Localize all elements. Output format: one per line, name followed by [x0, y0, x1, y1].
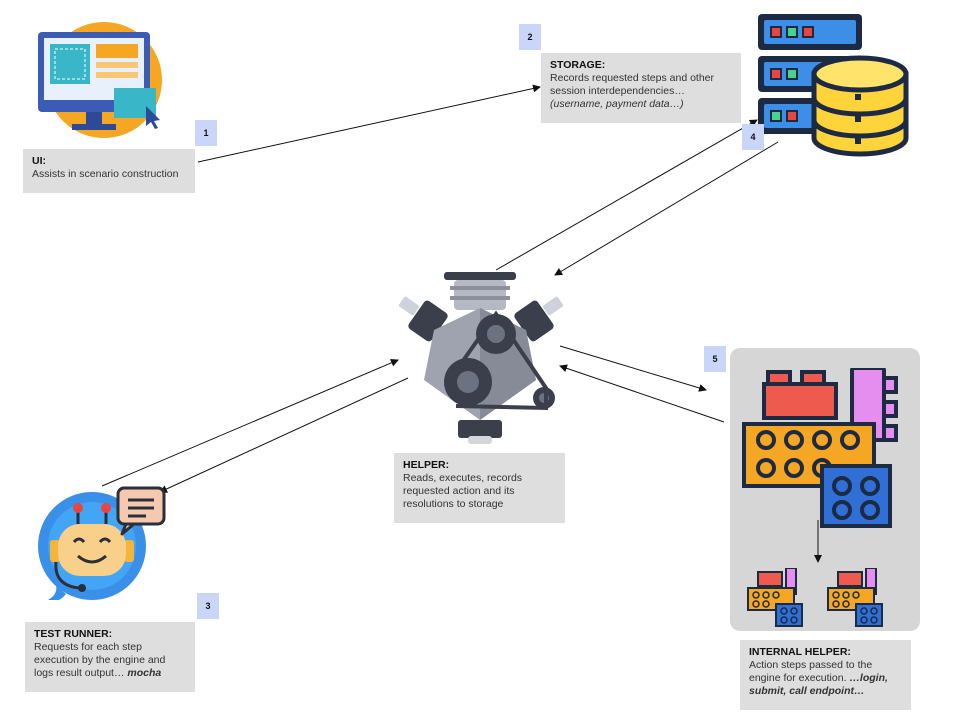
engine-icon	[398, 272, 564, 444]
arrow-internal-to-helper	[559, 364, 725, 423]
ui-title: UI:	[32, 155, 46, 167]
step-number-1: 1	[195, 120, 217, 146]
internal-helper-label-box: INTERNAL HELPER: Action steps passed to …	[740, 640, 911, 710]
test-runner-description: Requests for each step execution by the …	[34, 641, 166, 679]
storage-title: STORAGE:	[550, 59, 606, 71]
small-blocks-icon	[827, 568, 883, 627]
test-runner-label-box: TEST RUNNER: Requests for each step exec…	[25, 622, 195, 692]
step-number-2: 2	[519, 24, 541, 50]
small-blocks-icon	[747, 568, 803, 627]
storage-description: Records requested steps and other sessio…	[550, 72, 715, 97]
arrow-ui-to-storage	[197, 84, 541, 163]
arrow-helper-to-runner	[159, 377, 409, 493]
arrow-helper-to-storage	[495, 119, 758, 271]
arrow-helper-to-internal	[559, 345, 707, 392]
test-runner-title: TEST RUNNER:	[34, 628, 113, 640]
step-number-3: 3	[197, 593, 219, 619]
ui-description: Assists in scenario construction	[32, 168, 179, 180]
step-number-5: 5	[704, 346, 726, 372]
storage-examples: (username, payment data…)	[550, 98, 684, 110]
arrow-storage-to-helper	[554, 141, 779, 276]
helper-label-box: HELPER: Reads, executes, records request…	[394, 453, 565, 523]
step-number-4: 4	[742, 124, 764, 150]
arrow-runner-to-helper	[101, 359, 399, 487]
helper-description: Reads, executes, records requested actio…	[403, 472, 523, 510]
internal-helper-title: INTERNAL HELPER:	[749, 646, 851, 658]
building-blocks-icon	[742, 368, 898, 528]
computer-monitor-icon	[38, 22, 162, 138]
chatbot-icon	[38, 486, 166, 600]
helper-title: HELPER:	[403, 459, 450, 471]
internal-helper-description: Action steps passed to the engine for ex…	[749, 659, 873, 684]
storage-label-box: STORAGE: Records requested steps and oth…	[541, 53, 741, 123]
server-database-icon	[758, 14, 909, 157]
internal-helper-actions: …login, submit, call endpoint…	[749, 672, 888, 697]
test-runner-tool: mocha	[127, 667, 162, 679]
ui-label-box: UI: Assists in scenario construction	[23, 149, 195, 193]
